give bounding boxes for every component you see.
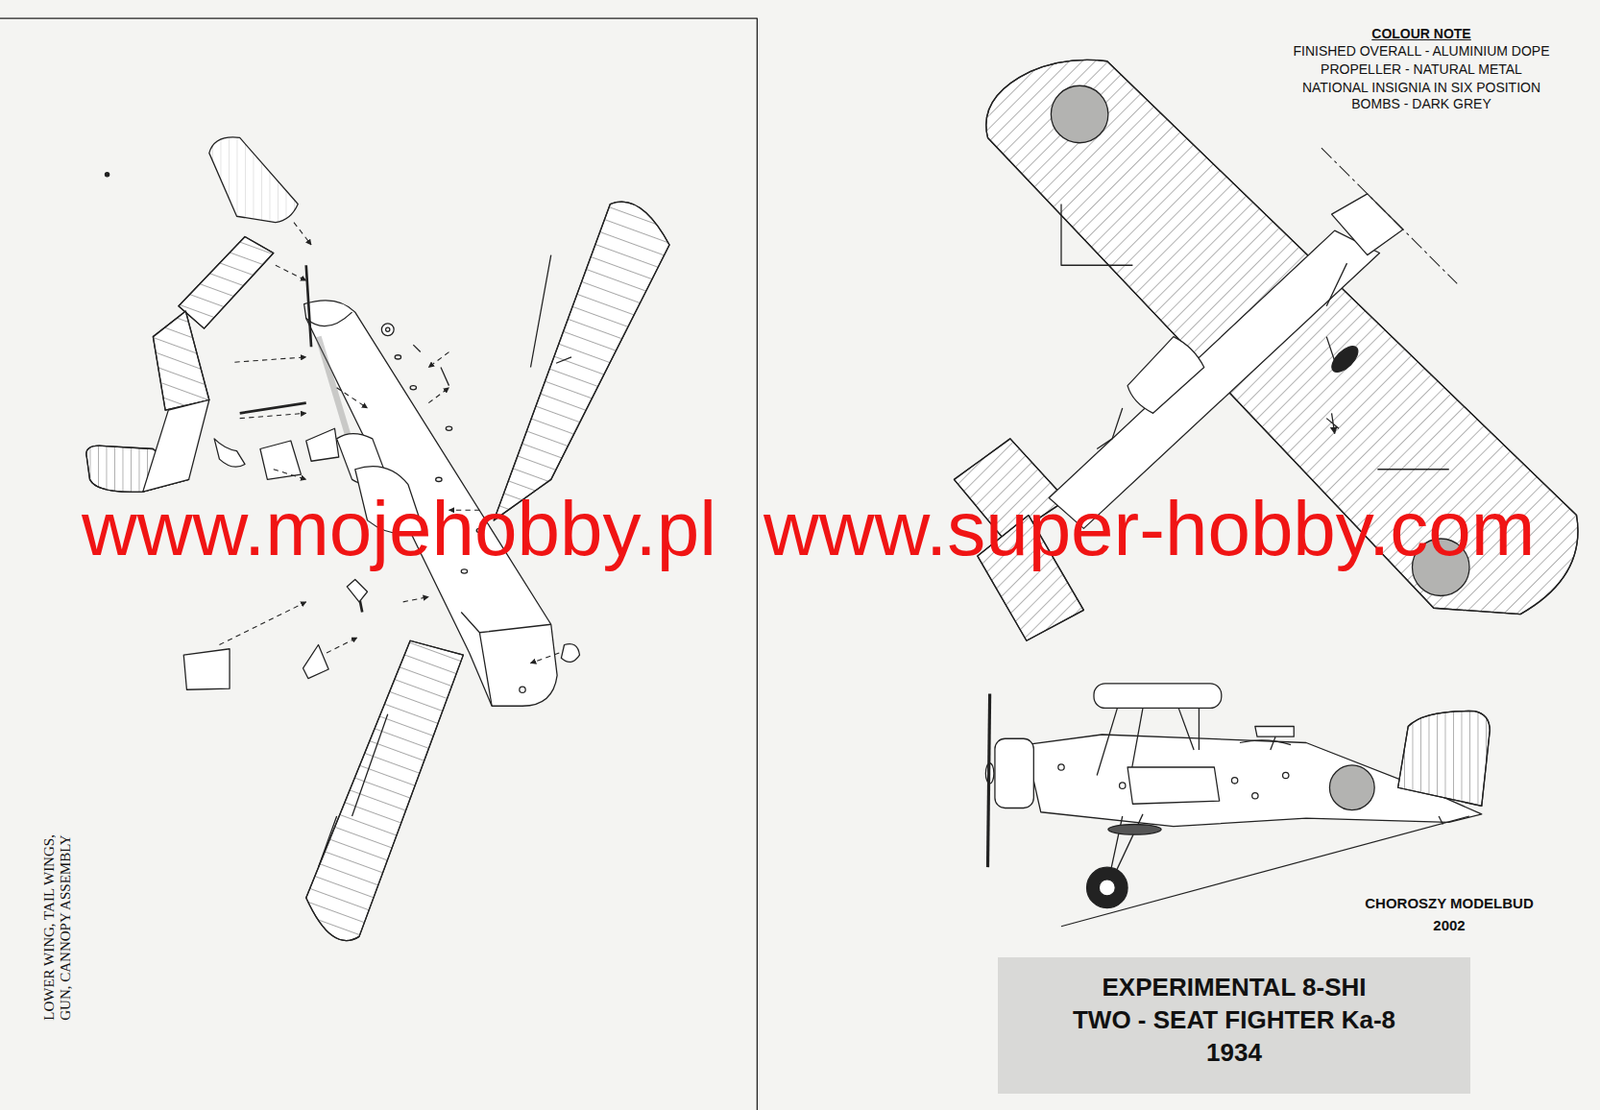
exploded-view [306,312,353,327]
watermark: www.super-hobby.com [763,490,1535,568]
side-view [1398,711,1491,807]
side-view [1119,782,1126,789]
exploded-view [260,440,302,480]
leader-line [234,357,306,363]
side-view [988,694,991,869]
exploded-view [214,438,245,467]
plan-view [1321,147,1457,284]
page-frame [0,18,757,1110]
exploded-view [410,386,416,390]
title-line: EXPERIMENTAL 8-SHI [997,970,1471,1004]
maker-name: CHOROSZY MODELBUD [1305,895,1594,912]
page-frame [0,18,757,1110]
exploded-view [493,201,670,521]
title-line: TWO - SEAT FIGHTER Ka-8 [997,1003,1471,1037]
colour-note: BOMBS - DARK GREY [1248,96,1595,112]
side-view [1127,767,1220,804]
side-view [1239,740,1291,746]
exploded-view [445,426,452,431]
side-view [1098,879,1116,897]
exploded-view [183,649,230,691]
leader-line [218,222,559,664]
plan-view [1326,412,1339,434]
side-view [1329,765,1375,811]
side-view [1093,683,1222,709]
exploded-view [178,237,274,330]
leader-line [275,265,307,281]
exploded-view [386,327,390,332]
side-view [1252,793,1259,800]
side-view [1096,707,1199,776]
plan-view [1061,204,1450,470]
exploded-view [306,428,340,461]
leader-line [240,412,307,418]
exploded-view [209,137,298,223]
exploded-view [560,644,580,663]
exploded-view [152,311,209,411]
plan-view [1332,193,1404,256]
exploded-view [209,137,298,223]
sheet-caption: LOWER WING, TAIL WINGS, GUN, CANNOPY ASS… [41,814,75,1021]
exploded-view [460,569,467,574]
side-view [1283,772,1289,778]
year-label: 2002 [1305,917,1594,934]
side-view [1087,867,1129,909]
exploded-view [143,400,210,493]
plan-view [1127,337,1205,414]
colour-note: PROPELLER - NATURAL METAL [1248,61,1595,77]
side-view [1058,764,1065,771]
colour-note: NATIONAL INSIGNIA IN SIX POSITION [1248,79,1595,96]
side-view [1108,824,1162,836]
plan-view [1096,408,1123,450]
exploded-view [531,255,573,368]
leader-line [326,637,358,654]
plan-view [1048,230,1380,529]
leader-line [337,387,368,409]
plan-view [1327,341,1362,377]
watermark: www.mojehobby.pl [81,490,717,568]
exploded-view [519,686,526,693]
exploded-view [152,311,209,411]
exploded-view [178,237,274,330]
exploded-view [436,477,442,482]
side-view [1255,727,1294,751]
title-line: 1934 [997,1036,1471,1069]
exploded-view [394,355,401,360]
leader-line [273,469,307,481]
title-band: EXPERIMENTAL 8-SHITWO - SEAT FIGHTER Ka-… [997,957,1471,1094]
side-view [1398,711,1491,807]
side-view [1231,777,1237,784]
exploded-view [346,580,367,603]
leader-line [428,352,449,368]
illustration [0,18,1578,1110]
side-view [994,738,1034,808]
exploded-view [306,640,464,941]
leader-line [218,602,306,646]
leader-line [293,222,312,245]
exploded-view [493,201,670,521]
exploded-view [460,612,552,707]
exploded-view [412,344,449,387]
leader-line [403,597,430,603]
colour-note: FINISHED OVERALL - ALUMINIUM DOPE [1248,43,1595,59]
page-frame [104,172,109,177]
leader-line [428,387,449,404]
leader-line [531,653,560,664]
plan-view [1050,85,1109,144]
note-heading: COLOUR NOTE [1248,25,1595,42]
side-view [985,683,1490,927]
exploded-view [303,645,330,679]
exploded-view [306,640,464,941]
exploded-view [318,714,388,868]
exploded-view [381,323,394,337]
